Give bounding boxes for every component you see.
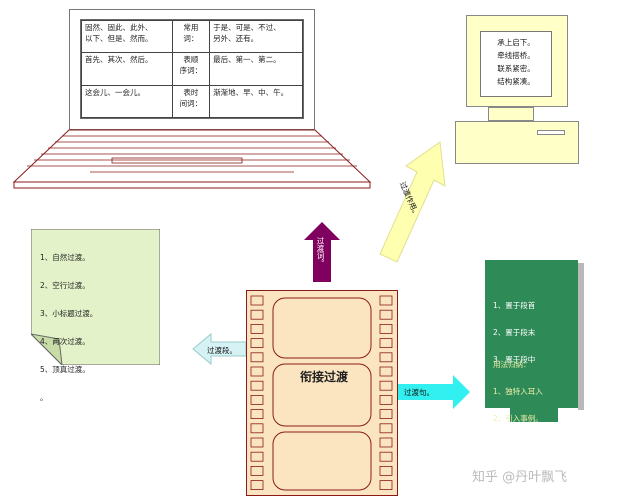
book-bookmark bbox=[510, 408, 558, 422]
table-cell: 固然、固此、此外、 以下、但是、然而。 bbox=[81, 19, 173, 54]
film-hole bbox=[379, 295, 393, 306]
book-methods: 用法归纳： 1、独特入耳入 2、引入事例。 bbox=[493, 344, 543, 439]
book-list: 1、置于段首 2、置于段末 3、置于段中 bbox=[493, 285, 535, 380]
book-cover bbox=[485, 260, 578, 408]
film-hole bbox=[379, 451, 393, 462]
book-pages bbox=[578, 263, 584, 410]
film-hole bbox=[250, 324, 264, 334]
monitor-line: 结构紧凑。 bbox=[497, 77, 535, 86]
up-arrow bbox=[304, 222, 340, 282]
right-arrow-label: 过渡句。 bbox=[404, 388, 434, 397]
film-hole bbox=[250, 338, 264, 348]
list-item: 。 bbox=[40, 393, 48, 402]
film-hole bbox=[379, 380, 393, 391]
film-hole bbox=[379, 324, 393, 334]
list-item: 1、自然过渡。 bbox=[40, 253, 90, 262]
film-hole bbox=[250, 480, 264, 491]
list-item: 1、置于段首 bbox=[493, 300, 536, 310]
film-hole bbox=[379, 423, 393, 434]
list-item: 4、两次过渡。 bbox=[40, 337, 90, 346]
diagonal-arrow bbox=[379, 141, 446, 263]
list-item: 2、空行过渡。 bbox=[40, 281, 90, 290]
table-cell: 最后、第一、第二。 bbox=[209, 52, 303, 86]
table-cell: 于是、可是、不过、 另外、还有。 bbox=[209, 19, 303, 54]
table-cell: 表时 间词： bbox=[171, 84, 211, 119]
laptop-screen: 固然、固此、此外、 以下、但是、然而。 常用 词： 于是、可是、不过、 另外、还… bbox=[80, 19, 304, 119]
right-arrow bbox=[398, 375, 470, 409]
list-item: 2、置于段末 bbox=[493, 327, 536, 337]
monitor-line: 牵线搭桥。 bbox=[497, 51, 535, 60]
film-hole bbox=[379, 309, 393, 320]
film-hole bbox=[379, 366, 393, 377]
film-hole bbox=[379, 338, 393, 348]
watermark: 知乎 @丹叶飘飞 bbox=[472, 470, 568, 485]
list-item: 3、置于段中 bbox=[493, 354, 536, 364]
note-shape bbox=[31, 229, 160, 365]
table-row: 固然、固此、此外、 以下、但是、然而。 常用 词： 于是、可是、不过、 另外、还… bbox=[81, 19, 303, 54]
film-hole bbox=[250, 451, 264, 462]
method-title: 用法归纳： bbox=[493, 359, 531, 369]
list-item: 3、小标题过渡。 bbox=[40, 309, 98, 318]
list-item: 2、引入事例。 bbox=[493, 413, 543, 423]
film-hole bbox=[379, 352, 393, 363]
monitor-line: 承上启下。 bbox=[497, 38, 535, 47]
table-cell: 这会儿、一会儿。 bbox=[81, 84, 173, 119]
film-hole bbox=[250, 437, 264, 448]
film-hole bbox=[250, 295, 264, 306]
film-hole bbox=[250, 409, 264, 419]
table-cell: 渐渐地、早、中、午。 bbox=[209, 84, 303, 119]
table-row: 这会儿、一会儿。 表时 间词： 渐渐地、早、中、午。 bbox=[81, 84, 303, 119]
film-hole bbox=[250, 309, 264, 320]
film-hole bbox=[379, 465, 393, 476]
film-hole bbox=[250, 366, 264, 377]
left-arrow-label: 过渡段。 bbox=[207, 346, 237, 355]
film-hole bbox=[379, 480, 393, 491]
film-hole bbox=[379, 409, 393, 419]
monitor-neck bbox=[488, 107, 534, 121]
monitor-base bbox=[455, 121, 579, 164]
film-hole bbox=[250, 352, 264, 363]
film-hole bbox=[379, 395, 393, 405]
monitor-drive-slot bbox=[537, 130, 565, 135]
list-item: 1、独特入耳入 bbox=[493, 386, 543, 396]
film-title: 衔接过渡 bbox=[299, 370, 348, 384]
film-hole bbox=[250, 423, 264, 434]
monitor-line: 联系紧密。 bbox=[497, 64, 535, 73]
note-list: 1、自然过渡。 2、空行过渡。 3、小标题过渡。 4、两次过渡。 5、顶真过渡。… bbox=[40, 237, 97, 419]
film-strip bbox=[246, 290, 398, 496]
up-arrow-label: 过渡词。 bbox=[316, 237, 325, 267]
film-hole bbox=[379, 437, 393, 448]
film-hole bbox=[250, 465, 264, 476]
laptop-table: 固然、固此、此外、 以下、但是、然而。 常用 词： 于是、可是、不过、 另外、还… bbox=[81, 19, 303, 119]
list-item: 5、顶真过渡。 bbox=[40, 365, 90, 374]
table-cell: 常用 词： bbox=[171, 19, 211, 54]
monitor-text-box: 承上启下。 牵线搭桥。 联系紧密。 结构紧凑。 bbox=[480, 31, 552, 97]
film-hole bbox=[250, 380, 264, 391]
film-hole bbox=[250, 395, 264, 405]
